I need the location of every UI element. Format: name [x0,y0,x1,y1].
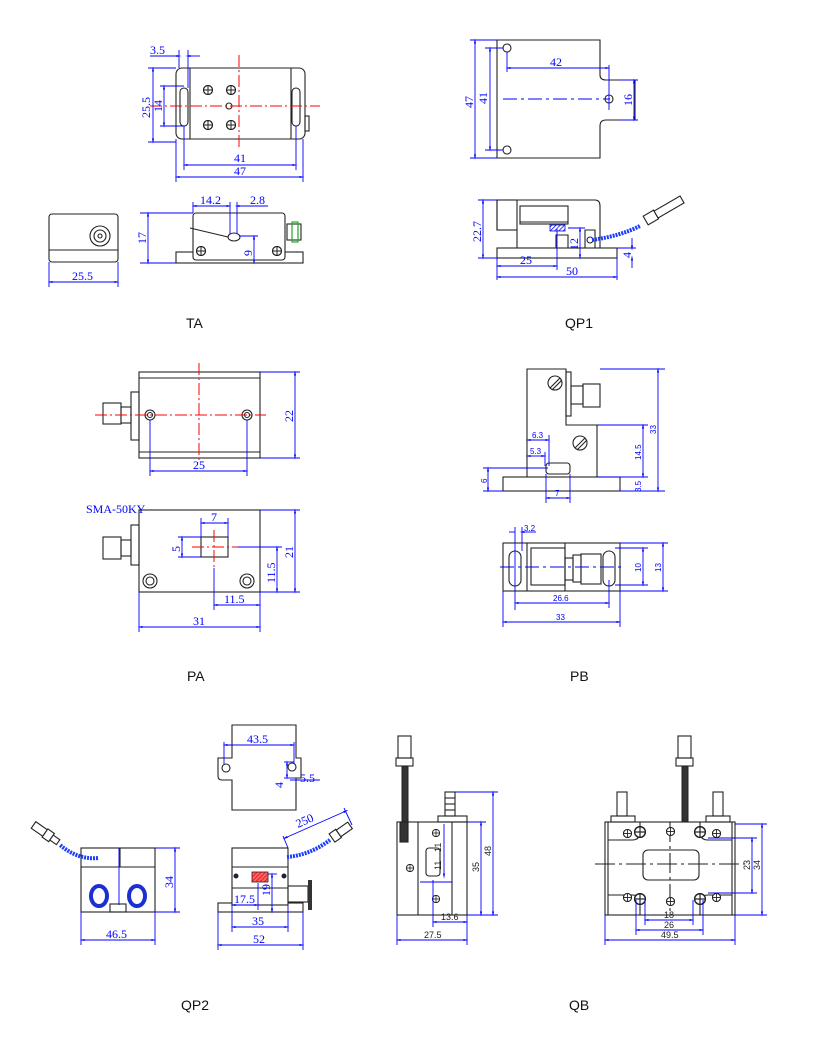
dim-label: 42 [550,55,562,69]
ta-side-view: 17 14.2 2.8 9 [135,193,304,265]
figure-qp2: 43.5 4 5.5 34 46.5 [30,724,354,1013]
dim-label: 3.5 [150,43,165,57]
dim-label: 33 [556,613,565,622]
dim-label: 26.6 [553,594,569,603]
qb-front-view: 23 34 18 26 49.5 [595,735,767,945]
figure-qb: 48 35 11 11 13.6 27.5 23 34 [395,735,767,1013]
dim-label: 19 [259,884,273,896]
dim-label: 23 [742,860,752,870]
dim-label: 6 [480,478,489,483]
figure-label-ta: TA [186,315,204,331]
connector-label: SMA-50KY [86,502,146,516]
dim-label: 46.5 [106,927,127,941]
screw-icon [572,435,588,451]
dim-label: 6.3 [532,431,544,440]
dim-label: 43.5 [247,732,268,746]
screw-icon [547,375,563,391]
dim-label: 18 [664,910,674,920]
pb-side-view: 33 14.5 3.5 6 6.3 5.3 7 [480,367,665,503]
dim-label: 14.5 [634,444,643,460]
ta-end-view: 25.5 [47,213,120,287]
dim-label: 35 [252,914,264,928]
qp2-plate-view: 43.5 4 5.5 [217,724,320,811]
ta-top-view: 3.5 25.5 14 41 47 [139,43,320,182]
dim-label: 11.5 [224,592,245,606]
qp1-top-view: 47 41 42 16 [462,38,638,160]
pa-top-view: 22 25 [95,363,300,476]
dim-label: 25.5 [72,269,93,283]
dim-label: 3.2 [524,524,536,533]
dim-label: 35 [471,862,481,872]
dim-label: 7 [211,510,217,524]
dim-label: 52 [253,932,265,946]
connector-icon [328,821,354,843]
dim-label: 25 [520,253,532,267]
qp1-side-view: 22.7 12 4 25 50 [470,195,685,280]
pa-bottom-view: SMA-50KY 7 5 11.5 21 11.5 31 [86,502,300,632]
figure-pa: 22 25 SMA-50KY 7 5 11.5 21 11.5 31 PA [86,363,300,684]
figure-ta: 3.5 25.5 14 41 47 17 14.2 2.8 9 [47,43,320,331]
dim-label: 34 [162,876,176,888]
qp2-side-view: 250 17.5 19 35 52 [216,807,354,950]
dim-label: 47 [462,96,476,108]
screw-icon [203,85,213,95]
dim-label: 17.5 [234,892,255,906]
dim-label: 11 [433,843,443,852]
dim-label: 41 [476,92,490,104]
dim-label: 5.5 [300,771,315,785]
figure-label-qp2: QP2 [181,997,209,1013]
dim-label: 11 [433,861,443,870]
dim-label: 7 [555,489,560,498]
dim-label: 50 [566,264,578,278]
dim-label: 14.2 [200,193,221,207]
qb-side-view: 48 35 11 11 13.6 27.5 [395,735,498,945]
dim-label: 11.5 [264,562,278,583]
dim-label: 13 [654,563,663,572]
dim-label: 14 [151,100,165,112]
figure-label-qp1: QP1 [565,315,593,331]
dim-label: 22.7 [470,221,484,242]
dim-label: 13.6 [441,912,459,922]
dim-label: 9 [241,250,255,256]
dim-label: 4 [620,252,634,258]
dim-label: 34 [752,860,762,870]
dim-label: 22 [282,410,296,422]
dim-label: 5 [169,546,183,552]
dim-label: 48 [483,846,493,856]
figure-label-qb: QB [569,997,589,1013]
pb-top-view: 3.2 10 13 26.6 33 [500,524,668,627]
figure-qp1: 47 41 42 16 22.7 12 4 25 50 [462,38,685,331]
connector-icon [30,820,61,846]
dim-label: 31 [193,614,205,628]
dim-label: 33 [649,425,658,434]
dim-label: 26 [664,920,674,930]
dim-label: 3.5 [634,480,643,492]
dim-label: 10 [634,563,643,572]
qp2-front-view: 34 46.5 [30,820,180,945]
dim-label: 16 [621,94,635,106]
dim-label: 12 [567,238,581,250]
dim-label: 41 [234,151,246,165]
dim-label: 5.3 [530,447,542,456]
dim-label: 21 [282,546,296,558]
connector-icon [642,195,685,226]
dim-label: 49.5 [661,930,679,940]
dim-label: 250 [294,811,316,831]
dim-label: 2.8 [250,193,265,207]
dim-label: 17 [135,232,149,244]
figure-label-pb: PB [570,668,589,684]
dim-label: 4 [272,782,286,788]
dim-label: 25 [193,458,205,472]
dim-label: 27.5 [424,930,442,940]
dim-label: 47 [234,164,246,178]
figure-label-pa: PA [187,668,205,684]
figure-pb: 33 14.5 3.5 6 6.3 5.3 7 3.2 10 13 26.6 [480,367,668,684]
dim-label: 25.5 [139,97,153,118]
